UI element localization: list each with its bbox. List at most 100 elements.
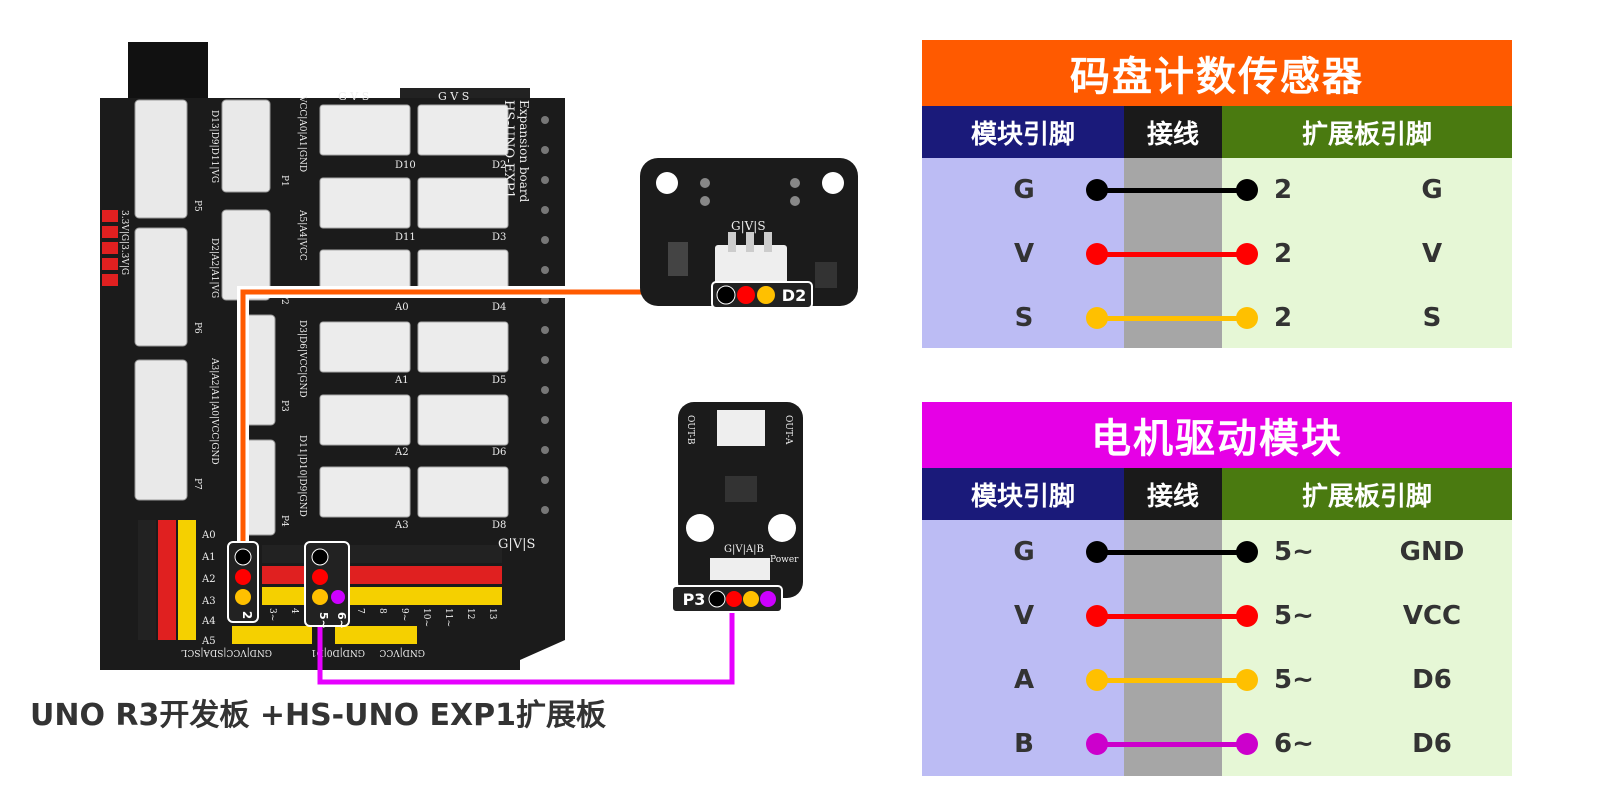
grove-label: A2 <box>394 447 409 458</box>
board-pin-number: 2 <box>1274 239 1293 269</box>
wire-end-dot <box>1086 605 1108 627</box>
board-pin-signal: D6 <box>1412 729 1452 759</box>
digital-label: 8 <box>377 608 387 614</box>
wire-end-dot <box>1236 541 1258 563</box>
table2-header-module-pin: 模块引脚 <box>922 468 1124 520</box>
wire-end-dot <box>1086 541 1108 563</box>
bottom-label-left: GND|VCC|SDA|SCL <box>181 647 272 657</box>
grove-label: A3 <box>394 520 409 531</box>
board-pin-number: 5~ <box>1274 601 1314 631</box>
module-pin: G <box>1013 537 1035 567</box>
board-pin-signal: S <box>1422 303 1442 333</box>
digital-label: 3~ <box>267 608 277 621</box>
port-label: P1 <box>279 175 289 187</box>
board-name: HS-UNO-EXP1 <box>501 100 516 199</box>
wire-line <box>1097 678 1247 683</box>
board-pin-signal: GND <box>1399 537 1465 567</box>
wire-end-dot <box>1236 605 1258 627</box>
wire-line <box>1097 550 1247 555</box>
encoder-module: G|V|S D2 <box>640 158 858 309</box>
port-label: P7 <box>192 478 202 490</box>
port-label: P6 <box>192 322 202 334</box>
table2-header: 模块引脚 接线 扩展板引脚 <box>922 468 1512 520</box>
grove-connectors <box>319 104 509 518</box>
grove-label: D11 <box>395 232 416 243</box>
encoder-tag: D2 <box>782 286 806 305</box>
port-label: D13|D9|D11|VG <box>209 110 219 183</box>
table-row: S 2 S <box>922 286 1512 350</box>
board-pin-signal: V <box>1421 239 1443 269</box>
wire-end-dot <box>1086 733 1108 755</box>
motor-module: OUT-B OUT-A G|V|A|B Power P3 <box>671 402 803 613</box>
table1-header-wiring: 接线 <box>1124 106 1222 158</box>
table-row: V 5~ VCC <box>922 584 1512 648</box>
table2-body: G 5~ GND V 5~ VCC A 5~ D6 B <box>922 520 1512 776</box>
wire-end-dot <box>1236 307 1258 329</box>
table2-header-board-pin: 扩展板引脚 <box>1222 468 1512 520</box>
wire-end-dot <box>1086 243 1108 265</box>
wire-end-dot <box>1236 243 1258 265</box>
magenta-wire <box>317 598 735 685</box>
wire-end-dot <box>1086 669 1108 691</box>
table2-title: 电机驱动模块 <box>922 402 1512 468</box>
wire-end-dot <box>1236 733 1258 755</box>
board-pin-signal: VCC <box>1402 601 1462 631</box>
grove-header-label-2: G V S <box>438 90 469 103</box>
port-label: VCC|A0|A1|GND <box>297 95 307 172</box>
board-tag-5-6: 5~ 6~ <box>304 541 350 629</box>
right-pin-column <box>541 116 549 514</box>
module-pin: V <box>1013 239 1035 269</box>
wire-line <box>1097 188 1247 193</box>
side-connectors <box>134 99 276 536</box>
port-label: P4 <box>279 515 289 527</box>
board-tag-6-label: 6~ <box>335 612 348 629</box>
module-pin: G <box>1013 175 1035 205</box>
table-row: A 5~ D6 <box>922 648 1512 712</box>
out-b-label: OUT-B <box>685 415 695 445</box>
digital-label: 7 <box>355 608 365 614</box>
grove-label: D5 <box>492 375 506 386</box>
expansion-board: HS-UNO-EXP1 Expansion board G V S G V S … <box>100 42 565 670</box>
bottom-label-right: GND|VCC <box>379 647 425 657</box>
digital-label: 10~ <box>421 608 431 627</box>
wire-end-dot <box>1236 179 1258 201</box>
port-label: A5|A4|VCC <box>297 209 307 261</box>
out-a-label: OUT-A <box>783 415 793 445</box>
grove-header-label: G V S <box>338 90 369 103</box>
table-row: V 2 V <box>922 222 1512 286</box>
port-label: D3|D6|VCC|GND <box>297 320 307 398</box>
table-row: G 5~ GND <box>922 520 1512 584</box>
grove-label: D10 <box>395 160 416 171</box>
power-jack <box>128 42 208 102</box>
wire-line <box>1097 316 1247 321</box>
board-tag-5-label: 5~ <box>317 612 330 629</box>
board-pin-signal: D6 <box>1412 665 1452 695</box>
digital-label: 9~ <box>399 608 409 621</box>
analog-label: A2 <box>201 574 216 585</box>
table-row: G 2 G <box>922 158 1512 222</box>
power-strip-label: 3.3V|G|3.3V|G <box>119 210 129 275</box>
board-pin-number: 2 <box>1274 175 1293 205</box>
digital-label: 11~ <box>443 608 453 627</box>
motor-pins-label: G|V|A|B <box>724 544 764 555</box>
board-caption: UNO R3开发板 +HS-UNO EXP1扩展板 <box>30 698 607 733</box>
port-label: D2|A2|A1|VG <box>209 238 219 298</box>
board-pin-number: 5~ <box>1274 665 1314 695</box>
analog-label: A0 <box>201 530 216 541</box>
table-row: B 6~ D6 <box>922 712 1512 776</box>
table1-body: G 2 G V 2 V S 2 S <box>922 158 1512 348</box>
motor-tag: P3 <box>683 590 706 609</box>
motor-wiring-table: 电机驱动模块 模块引脚 接线 扩展板引脚 G 5~ GND V 5~ VCC A <box>922 402 1512 776</box>
module-pin: A <box>1013 665 1035 695</box>
table2-header-wiring: 接线 <box>1124 468 1222 520</box>
wire-line <box>1097 252 1247 257</box>
analog-label: A1 <box>201 552 216 563</box>
analog-label: A3 <box>201 596 216 607</box>
wire-end-dot <box>1086 179 1108 201</box>
analog-header <box>138 520 196 640</box>
table1-header-board-pin: 扩展板引脚 <box>1222 106 1512 158</box>
board-pcb <box>100 98 565 670</box>
encoder-wiring-table: 码盘计数传感器 模块引脚 接线 扩展板引脚 G 2 G V 2 V S 2 <box>922 40 1512 348</box>
port-label: P2 <box>279 293 289 305</box>
